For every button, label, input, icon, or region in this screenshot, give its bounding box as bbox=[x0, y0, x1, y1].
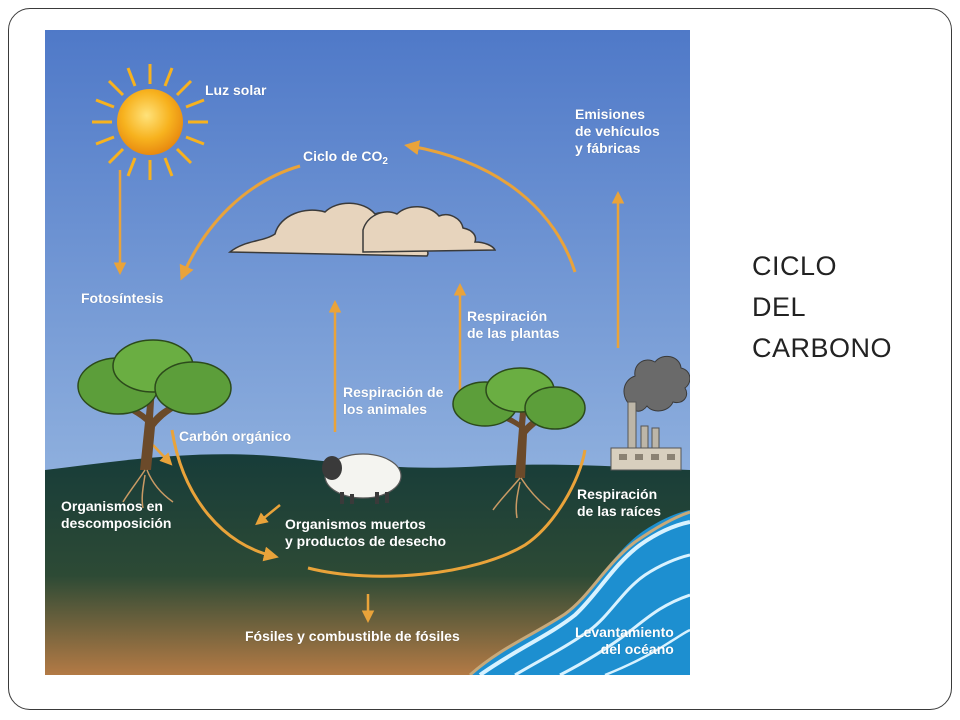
label-organic-carbon: Carbón orgánico bbox=[179, 428, 292, 444]
diagram-artwork bbox=[45, 30, 690, 675]
label-plant-respiration: Respiración de las plantas bbox=[467, 308, 560, 341]
carbon-cycle-diagram: Luz solar Ciclo de CO2 Emisiones de vehí… bbox=[45, 30, 690, 675]
label-root-respiration: Respiración de las raíces bbox=[577, 486, 662, 519]
label-ocean-uplift: Levantamiento del océano bbox=[575, 624, 674, 657]
label-decomposing-organisms: Organismos en descomposición bbox=[61, 498, 172, 531]
flow-arrows bbox=[113, 170, 625, 623]
label-animal-respiration: Respiración de los animales bbox=[343, 384, 444, 417]
label-co2-subscript: 2 bbox=[382, 156, 388, 167]
label-co2-cycle-text: Ciclo de CO bbox=[303, 148, 383, 164]
sheep-icon bbox=[322, 453, 402, 504]
label-emissions: Emisiones de vehículos y fábricas bbox=[575, 106, 660, 156]
sun-icon bbox=[92, 64, 208, 180]
cloud-icon bbox=[227, 202, 497, 257]
label-dead-organisms: Organismos muertos y productos de desech… bbox=[285, 516, 447, 549]
co2-cycle-arrows bbox=[170, 140, 587, 578]
factory-icon bbox=[610, 355, 690, 471]
slide-title: CICLO DEL CARBONO bbox=[752, 251, 893, 363]
ground bbox=[45, 454, 690, 675]
tree-icon bbox=[452, 367, 586, 519]
tree-icon bbox=[77, 339, 232, 509]
label-photosynthesis: Fotosíntesis bbox=[81, 290, 164, 306]
label-co2-cycle: Ciclo de CO2 bbox=[303, 148, 388, 170]
label-fossils: Fósiles y combustible de fósiles bbox=[245, 628, 460, 644]
label-sunlight: Luz solar bbox=[205, 82, 267, 98]
ocean-icon bbox=[468, 510, 690, 675]
